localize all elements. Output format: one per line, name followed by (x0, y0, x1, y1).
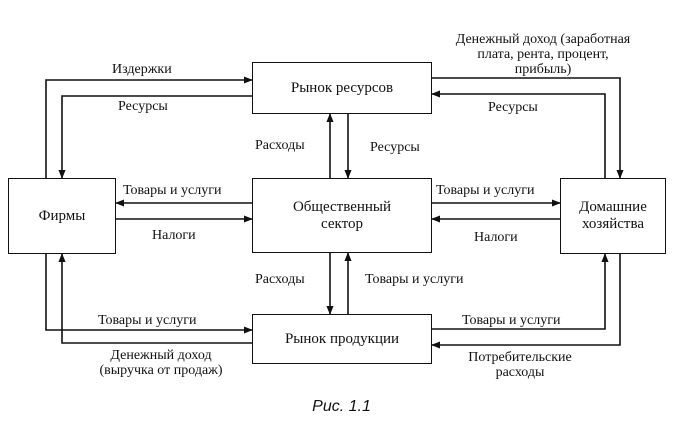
label-revenue: Денежный доход (выручка от продаж) (76, 348, 246, 378)
product-market-box: Рынок продукции (252, 314, 432, 364)
label-consumer-spending: Потребительские расходы (450, 350, 590, 380)
label-expenses-top: Расходы (255, 138, 305, 153)
households-box: Домашние хозяйства (560, 178, 666, 254)
consumer-spending-line1: Потребительские (468, 350, 572, 365)
label-taxes-left: Налоги (152, 228, 196, 243)
money-income-line1: Денежный доход (заработная (455, 32, 631, 47)
label-money-income: Денежный доход (заработная плата, рента,… (428, 32, 658, 77)
public-sector-box: Общественный сектор (252, 178, 432, 253)
label-goods-services-left: Товары и услуги (123, 183, 222, 198)
consumer-spending-line2: расходы (495, 365, 545, 380)
label-goods-services-center: Товары и услуги (365, 272, 464, 287)
label-resources-center: Ресурсы (370, 140, 420, 155)
label-taxes-right: Налоги (474, 230, 518, 245)
label-resources-right: Ресурсы (488, 100, 538, 115)
figure-caption: Рис. 1.1 (312, 398, 371, 415)
revenue-line2: (выручка от продаж) (99, 363, 223, 378)
product-market-label: Рынок продукции (284, 330, 400, 347)
arrow-revenue-to-firms (58, 253, 252, 344)
arrow-costs (45, 76, 253, 178)
arrow-consumer-spending (431, 254, 621, 349)
revenue-line1: Денежный доход (110, 348, 212, 363)
arrow-goods-to-product-market (45, 254, 253, 334)
firms-label: Фирмы (38, 207, 86, 224)
money-income-line2: плата, рента, процент, (477, 47, 609, 62)
money-income-line3: прибыль) (514, 62, 572, 77)
firms-box: Фирмы (8, 178, 116, 254)
households-label-line1: Домашние (579, 199, 647, 215)
label-goods-services-right: Товары и услуги (436, 183, 535, 198)
arrow-goods-from-product-market (432, 253, 609, 330)
arrow-resources-from-households (431, 90, 606, 178)
label-expenses-bottom: Расходы (255, 272, 305, 287)
resource-market-box: Рынок ресурсов (252, 62, 432, 114)
arrow-resources-to-firms (58, 95, 252, 179)
label-resources-left: Ресурсы (118, 99, 168, 114)
households-label-line2: хозяйства (581, 216, 645, 232)
public-sector-label-line2: сектор (321, 215, 363, 232)
label-costs: Издержки (112, 62, 172, 77)
arrow-money-income (432, 77, 624, 179)
resource-market-label: Рынок ресурсов (290, 79, 394, 96)
public-sector-label-line1: Общественный (292, 198, 392, 215)
label-goods-services-bottom-left: Товары и услуги (98, 313, 197, 328)
label-goods-services-bottom-right: Товары и услуги (462, 313, 561, 328)
